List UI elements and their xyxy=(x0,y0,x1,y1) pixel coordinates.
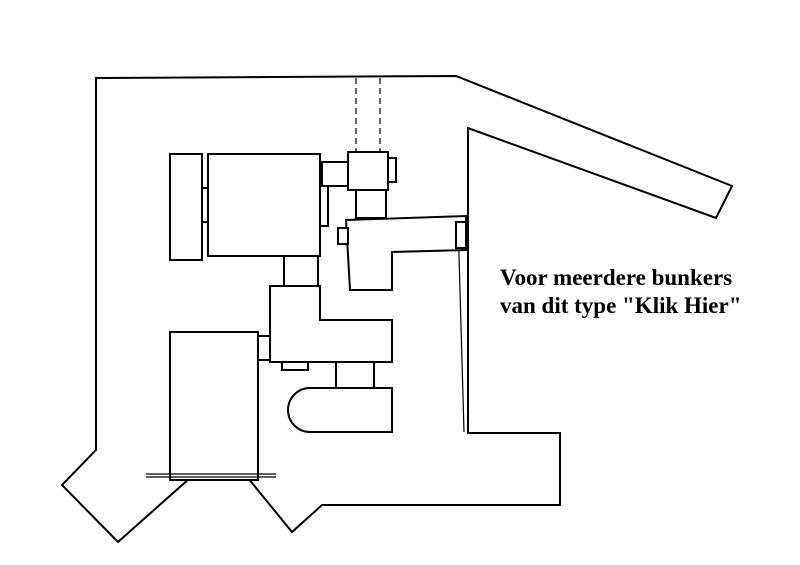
inner-wall-line xyxy=(457,219,465,433)
central-door xyxy=(257,335,271,361)
link-line-2: van dit type "Klik Hier" xyxy=(500,293,742,318)
connector-right xyxy=(319,185,329,227)
entry-block xyxy=(347,151,389,191)
lower-stair xyxy=(335,361,375,389)
small-niche xyxy=(281,361,309,371)
bunker-link[interactable]: Voor meerdere bunkers van dit type "Klik… xyxy=(500,264,742,320)
lower-connector xyxy=(283,255,319,289)
corridor xyxy=(344,214,467,291)
wall-opening xyxy=(455,221,467,249)
central-room xyxy=(269,285,393,363)
entry-cap xyxy=(387,157,397,183)
side-block xyxy=(169,153,203,261)
ventilation-shaft xyxy=(355,78,381,152)
link-line-1: Voor meerdere bunkers xyxy=(500,265,733,290)
door-step xyxy=(337,227,349,245)
lower-hall xyxy=(169,331,259,481)
entry-left xyxy=(321,161,349,187)
rounded-room xyxy=(287,387,393,433)
entry-stair xyxy=(355,189,387,219)
main-room xyxy=(207,153,321,257)
gate-bar xyxy=(146,473,276,478)
